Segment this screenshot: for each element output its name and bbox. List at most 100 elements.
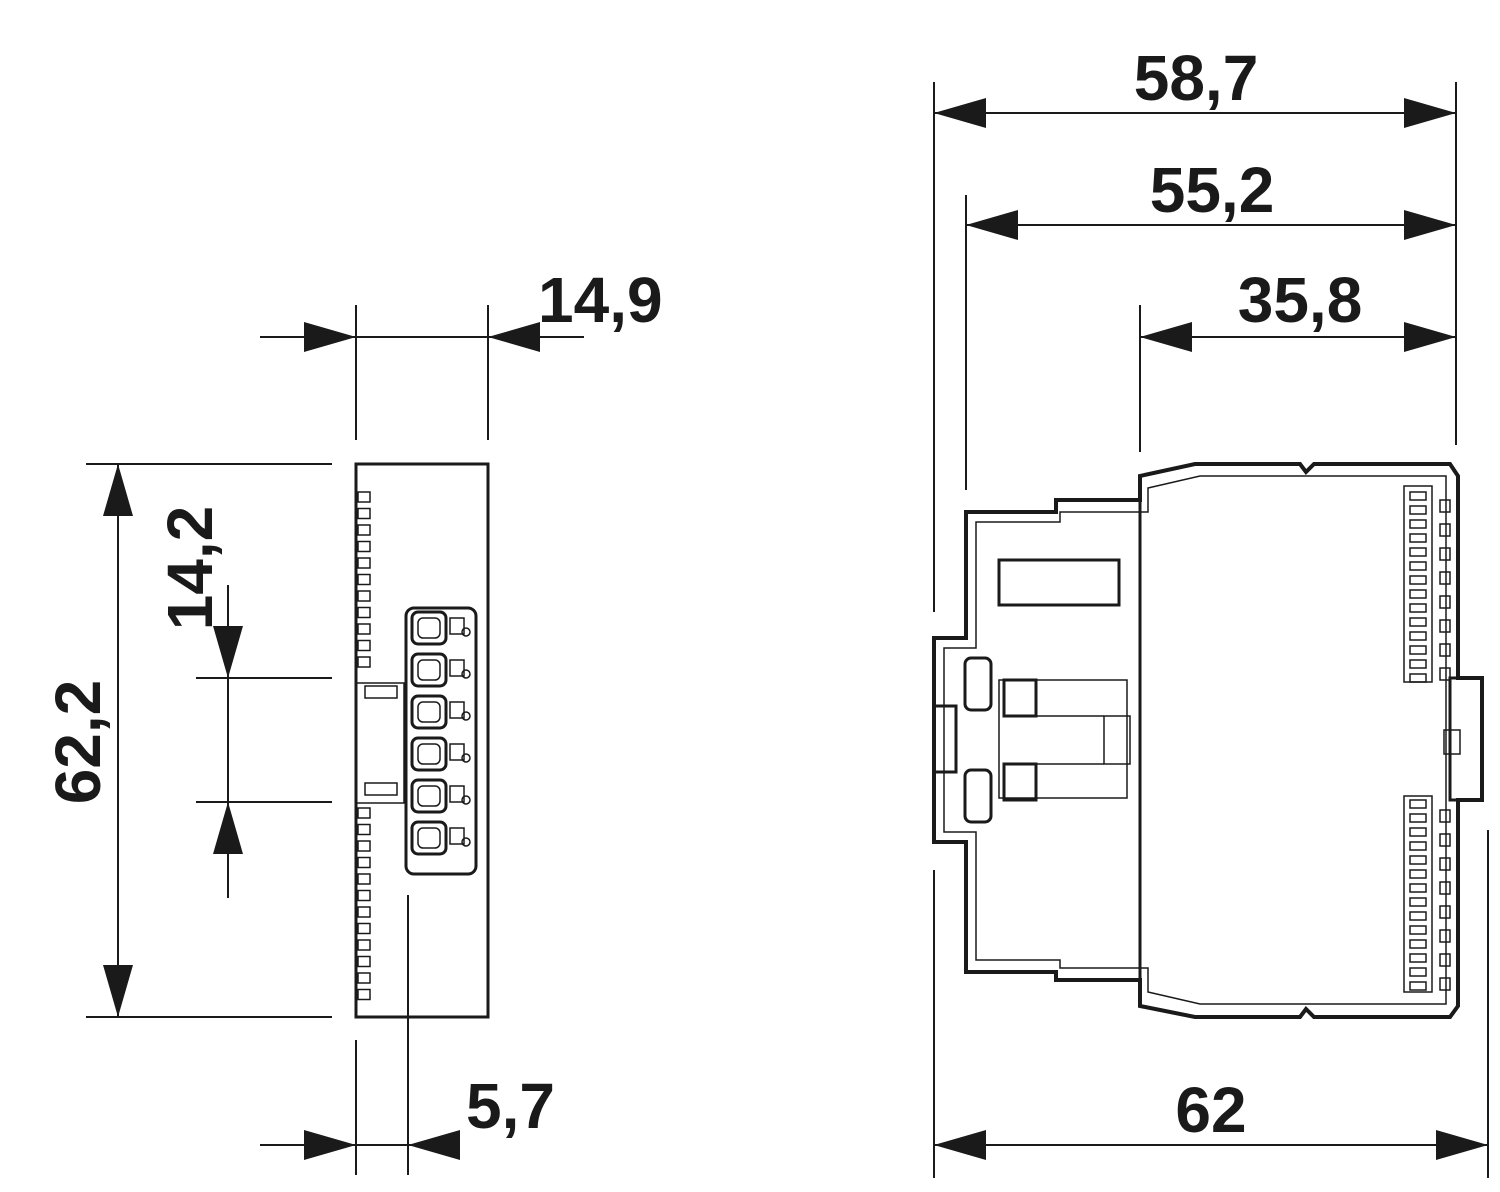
dim-offset: 5,7	[260, 1040, 555, 1175]
dim-height: 62,2	[42, 463, 332, 1018]
dim-depth-label: 14,9	[538, 264, 663, 336]
front-pin	[1409, 491, 1427, 501]
side-latch-region	[356, 682, 405, 804]
front-clip-upper	[963, 656, 993, 712]
side-view: 14,9 62,2 14,2 5,7	[42, 264, 663, 1175]
front-edge-notch	[1439, 857, 1451, 871]
side-vent-slot	[357, 873, 371, 885]
terminal-dot	[461, 669, 471, 679]
dim-connector-height: 14,2	[154, 506, 332, 898]
front-slider-frame	[998, 679, 1128, 799]
front-pin	[1409, 533, 1427, 543]
terminal-dot	[461, 753, 471, 763]
terminal-housing	[410, 652, 448, 688]
front-edge-notch	[1439, 929, 1451, 943]
terminal-tab	[449, 617, 465, 635]
terminal-housing	[410, 694, 448, 730]
dim-width-right-arrow-right	[1404, 322, 1456, 352]
front-pin	[1409, 869, 1427, 879]
side-housing-outline	[354, 462, 490, 1019]
front-pin-column-lower	[1403, 795, 1433, 993]
front-rail-catch-tab	[1443, 729, 1461, 755]
dim-width-mid-arrow-right	[1404, 210, 1456, 240]
terminal-tab	[449, 785, 465, 803]
front-pin	[1409, 939, 1427, 949]
terminal-tab	[449, 659, 465, 677]
side-vent-slot	[357, 988, 371, 1001]
front-pin	[1409, 645, 1427, 655]
dim-connector-arrow-top	[213, 626, 243, 678]
front-pin	[1409, 827, 1427, 837]
side-vent-slot	[357, 557, 371, 569]
dim-width-bottom-label: 62	[1175, 1074, 1246, 1146]
side-latch-slot-upper	[364, 685, 398, 699]
front-clip-lower	[963, 768, 993, 824]
terminal-screw	[417, 701, 441, 723]
front-slider-center-block	[1103, 715, 1131, 765]
dim-width-bottom-arrow-left	[934, 1130, 986, 1160]
front-housing-outline	[932, 462, 1484, 1019]
terminal-housing	[410, 778, 448, 814]
front-pin	[1409, 631, 1427, 641]
dim-width-mid: 55,2	[965, 154, 1456, 490]
front-pin	[1409, 589, 1427, 599]
front-housing-inner-outline	[943, 475, 1447, 1005]
front-rail-catch	[1448, 676, 1484, 802]
terminal-tab	[449, 827, 465, 845]
side-vent-slot	[357, 807, 371, 819]
side-vent-slot	[357, 573, 371, 586]
front-pins-upper	[1409, 491, 1451, 683]
front-slider-upper-block	[1002, 678, 1038, 718]
side-vent-slots-top	[357, 491, 371, 668]
dim-depth: 14,9	[260, 264, 663, 440]
front-view: 58,7 55,2 35,8 62	[932, 42, 1489, 1178]
dim-connector-arrow-bottom	[213, 802, 243, 854]
dim-width-top-arrow-right	[1404, 98, 1456, 128]
front-pin	[1409, 659, 1427, 669]
front-edge-notch	[1439, 499, 1451, 513]
front-edge-notch	[1439, 571, 1451, 585]
side-vent-slot	[357, 491, 371, 503]
side-vent-slot	[357, 524, 371, 536]
dim-offset-arrow-left	[304, 1130, 356, 1160]
side-vent-slot	[357, 939, 371, 951]
side-terminal-points	[410, 610, 471, 856]
front-pin	[1409, 547, 1427, 557]
front-pin	[1409, 673, 1427, 683]
front-edge-notch	[1439, 643, 1451, 657]
front-pin	[1409, 925, 1427, 935]
front-edge-notch	[1439, 977, 1451, 991]
side-vent-slot	[357, 972, 371, 984]
front-pin-column-upper	[1403, 485, 1433, 683]
side-vent-slot	[357, 906, 371, 918]
front-edge-notch	[1439, 881, 1451, 895]
side-latch-slot-lower	[364, 782, 398, 796]
dim-connector-label: 14,2	[154, 506, 226, 631]
front-edge-notch	[1439, 595, 1451, 609]
side-vent-slot	[357, 823, 371, 836]
front-slider-lower-block	[1002, 762, 1038, 802]
terminal-screw	[417, 827, 441, 849]
side-vent-slot	[357, 623, 371, 635]
front-edge-notch	[1439, 833, 1451, 847]
side-vent-slot	[357, 955, 371, 968]
side-vent-slot	[357, 656, 371, 668]
front-edge-notch	[1439, 953, 1451, 967]
dim-width-mid-arrow-left	[966, 210, 1018, 240]
front-pin	[1409, 897, 1427, 907]
dim-width-right-label: 35,8	[1238, 264, 1363, 336]
front-pin	[1409, 911, 1427, 921]
front-edge-notch	[1439, 667, 1451, 681]
dim-depth-arrow-right	[488, 322, 540, 352]
dim-offset-label: 5,7	[466, 1070, 555, 1142]
dim-height-label: 62,2	[42, 680, 114, 805]
front-pins-lower	[1409, 799, 1451, 991]
terminal-screw	[417, 743, 441, 765]
dim-width-top: 58,7	[933, 42, 1457, 612]
terminal-tab	[449, 743, 465, 761]
front-edge-notch	[1439, 619, 1451, 633]
dim-depth-arrow-left	[304, 322, 356, 352]
terminal-screw	[417, 659, 441, 681]
dim-width-right: 35,8	[1139, 264, 1456, 452]
